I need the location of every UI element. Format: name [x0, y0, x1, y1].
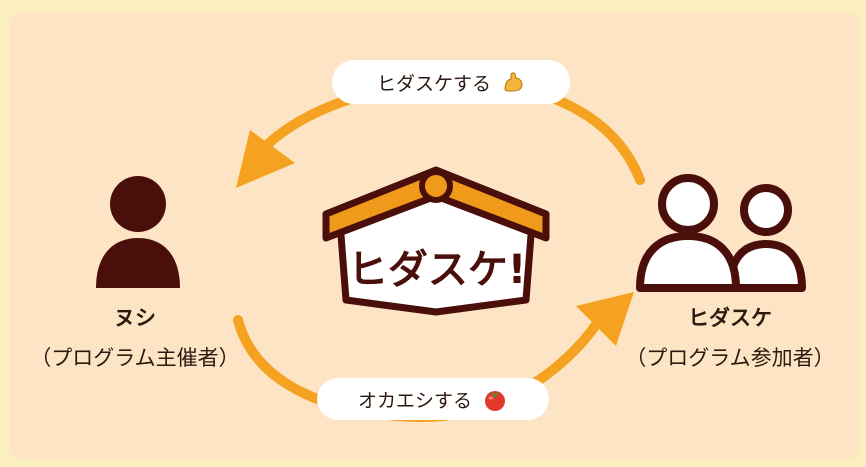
person-icon	[96, 176, 180, 288]
tomato-icon	[482, 386, 508, 412]
participant-description: （プログラム参加者）	[625, 346, 835, 370]
hidasuke-logo: ヒダスケ!	[322, 166, 550, 316]
logo-text: ヒダスケ!	[348, 247, 526, 293]
people-icon	[636, 174, 806, 292]
organizer-label: ヌシ （プログラム主催者）	[20, 302, 250, 372]
top-arrow-text: ヒダスケする	[376, 72, 491, 95]
participant-name: ヒダスケ	[688, 306, 772, 330]
bottom-arrow-label: オカエシする	[317, 378, 549, 420]
organizer-description: （プログラム主催者）	[30, 346, 240, 370]
participant-label: ヒダスケ （プログラム参加者）	[594, 302, 866, 372]
top-arrow-label: ヒダスケする	[332, 60, 570, 104]
bottom-arrow-text: オカエシする	[357, 389, 472, 412]
flexed-biceps-icon	[501, 70, 525, 94]
organizer-name: ヌシ	[114, 306, 156, 330]
